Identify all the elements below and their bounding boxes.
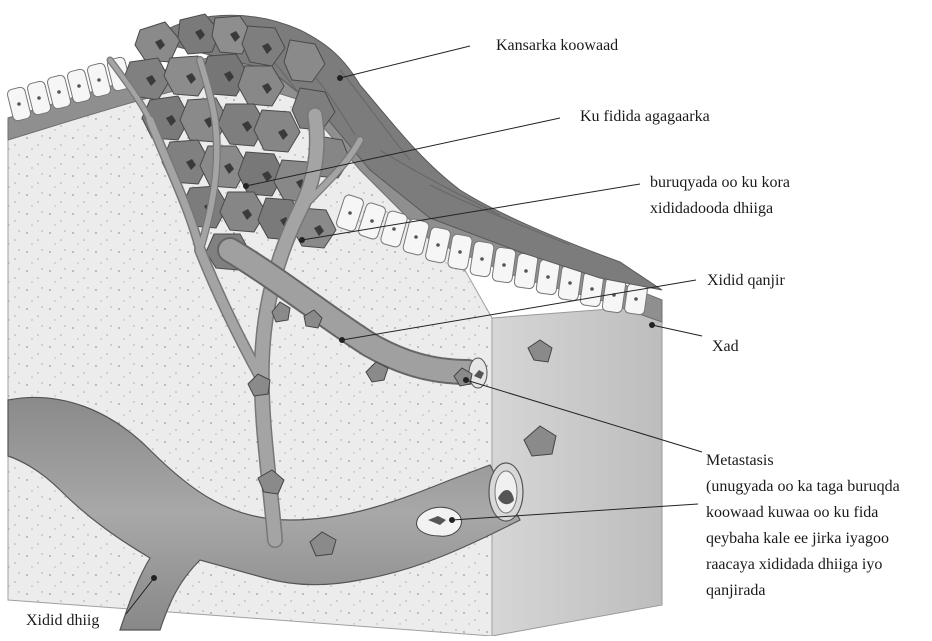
label-tumor-blood-supply-line2: xididadooda dhiiga [650, 196, 790, 222]
label-metastasis-title: Metastasis [706, 448, 900, 474]
label-metastasis-desc-5: qanjirada [706, 578, 900, 604]
label-metastasis-desc-1: (unugyada oo ka taga buruqda [706, 474, 900, 500]
label-tumor-blood-supply: buruqyada oo ku kora xididadooda dhiiga [650, 170, 790, 222]
label-blood-vessel: Xidid dhiig [26, 608, 99, 634]
label-metastasis: Metastasis (unugyada oo ka taga buruqda … [706, 448, 900, 604]
label-lymph-vessel: Xidid qanjir [707, 268, 785, 294]
label-primary-cancer: Kansarka koowaad [496, 33, 618, 59]
label-metastasis-desc-4: raacaya xididada dhiiga iyo [706, 552, 900, 578]
label-metastasis-desc-2: koowaad kuwaa oo ku fida [706, 500, 900, 526]
label-local-spread: Ku fidida agagaarka [580, 104, 710, 130]
label-tumor-blood-supply-line1: buruqyada oo ku kora [650, 170, 790, 196]
label-boundary: Xad [712, 334, 739, 360]
label-metastasis-desc-3: qeybaha kale ee jirka iyagoo [706, 526, 900, 552]
